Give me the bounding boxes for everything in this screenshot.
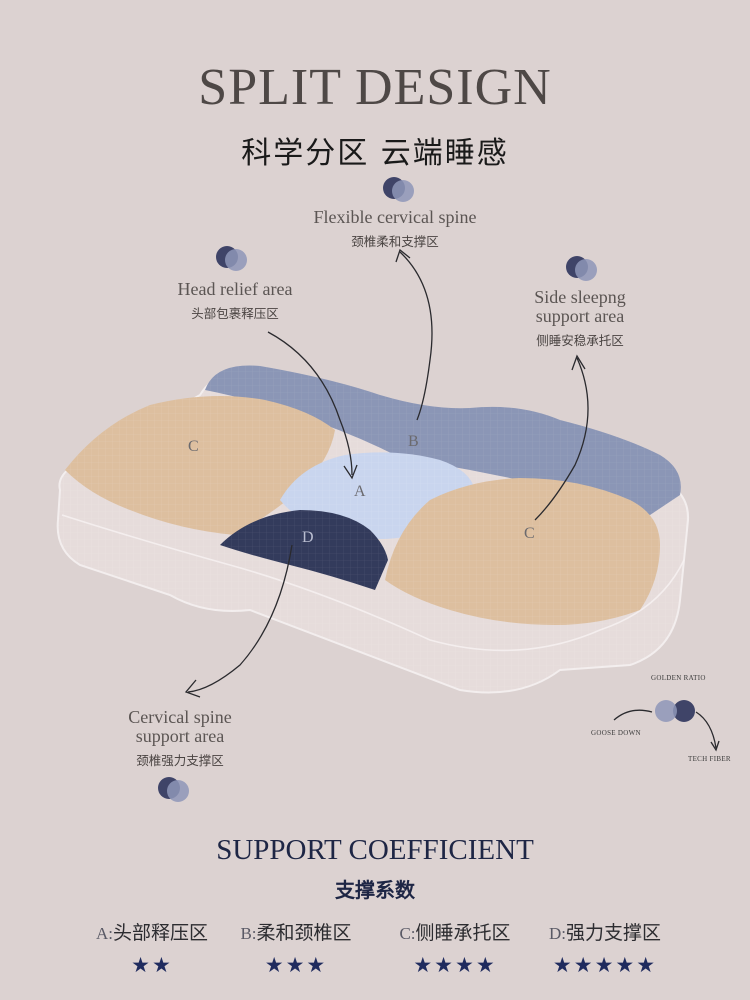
zone-c-left-letter: C (188, 438, 199, 455)
arrow-side-tip (571, 354, 586, 371)
zone-b-letter: B (408, 433, 419, 450)
arrow-side (534, 357, 589, 521)
rating-c-stars: ★★★★ (413, 953, 497, 977)
arrow-goose (613, 709, 653, 721)
rating-b-stars: ★★★ (264, 953, 328, 977)
callout-arrows (184, 248, 720, 752)
cervical-dots-icon (158, 777, 198, 805)
rating-d-label: 强力支撑区 (565, 922, 661, 944)
flexible-dots-icon (383, 177, 423, 205)
tech-fiber-label: TECH FIBER (688, 755, 731, 763)
rating-b: B:柔和颈椎区 ★★★ (226, 918, 366, 977)
label-flexible-en: Flexible cervical spine (313, 207, 477, 227)
rating-c-code: C: (399, 924, 416, 943)
label-cervical-zh: 颈椎强力支撑区 (136, 753, 224, 768)
rating-b-label: 柔和颈椎区 (256, 922, 352, 944)
arrow-tech (695, 711, 717, 749)
page-subtitle: 科学分区 云端睡感 (241, 136, 509, 171)
label-head-zh: 头部包裹释压区 (191, 306, 279, 321)
label-head: Head relief area 头部包裹释压区 (155, 280, 315, 322)
rating-d: D:强力支撑区 ★★★★★ (535, 918, 675, 977)
rating-a-stars: ★★ (131, 953, 173, 977)
rating-d-code: D: (548, 924, 566, 943)
goose-down-label: GOOSE DOWN (591, 729, 641, 737)
label-side-en-1: Side sleepng (534, 287, 626, 307)
head-dots-icon (216, 246, 256, 274)
golden-ratio-icon (655, 700, 695, 722)
arrow-cervical-tip (184, 679, 201, 698)
zone-c-right-letter: C (524, 525, 535, 542)
arrow-flexible-tip (395, 248, 411, 263)
rating-c-label: 侧睡承托区 (415, 922, 511, 944)
golden-ratio-label: GOLDEN RATIO (651, 674, 706, 682)
rating-b-code: B: (240, 924, 257, 943)
rating-c: C:侧睡承托区 ★★★★ (385, 918, 525, 977)
rating-a-label: 头部释压区 (112, 922, 208, 944)
label-head-en: Head relief area (177, 279, 293, 299)
arrow-tech-tip (710, 740, 720, 752)
side-dots-icon (566, 256, 606, 284)
arrow-flexible (399, 251, 433, 421)
zone-d-letter: D (302, 529, 314, 546)
label-flexible-zh: 颈椎柔和支撑区 (351, 234, 439, 249)
zone-c-left: C (65, 396, 335, 535)
label-cervical-en-2: support area (135, 726, 225, 746)
arrow-cervical (187, 544, 293, 693)
arrow-head-relief-tip (343, 464, 358, 480)
zone-d: D (220, 510, 388, 590)
support-title: SUPPORT COEFFICIENT (216, 834, 534, 866)
rating-a: A:头部释压区 ★★ (82, 918, 222, 977)
zone-c-right: C (385, 478, 660, 625)
arrow-head-relief (267, 331, 353, 476)
label-cervical-en-1: Cervical spine (128, 707, 232, 727)
support-subtitle: 支撑系数 (335, 878, 415, 902)
zone-a-letter: A (354, 483, 366, 500)
zone-b: B (205, 365, 681, 515)
label-side: Side sleepng support area 侧睡安稳承托区 (515, 288, 645, 349)
label-side-zh: 侧睡安稳承托区 (536, 333, 624, 348)
rating-a-code: A: (95, 924, 113, 943)
label-side-en-2: support area (535, 306, 625, 326)
label-cervical: Cervical spine support area 颈椎强力支撑区 (105, 708, 255, 769)
label-flexible: Flexible cervical spine 颈椎柔和支撑区 (290, 208, 500, 250)
pillow-illustration: B C A D C (56, 248, 720, 752)
rating-d-stars: ★★★★★ (552, 953, 658, 977)
page-title: SPLIT DESIGN (198, 59, 552, 116)
